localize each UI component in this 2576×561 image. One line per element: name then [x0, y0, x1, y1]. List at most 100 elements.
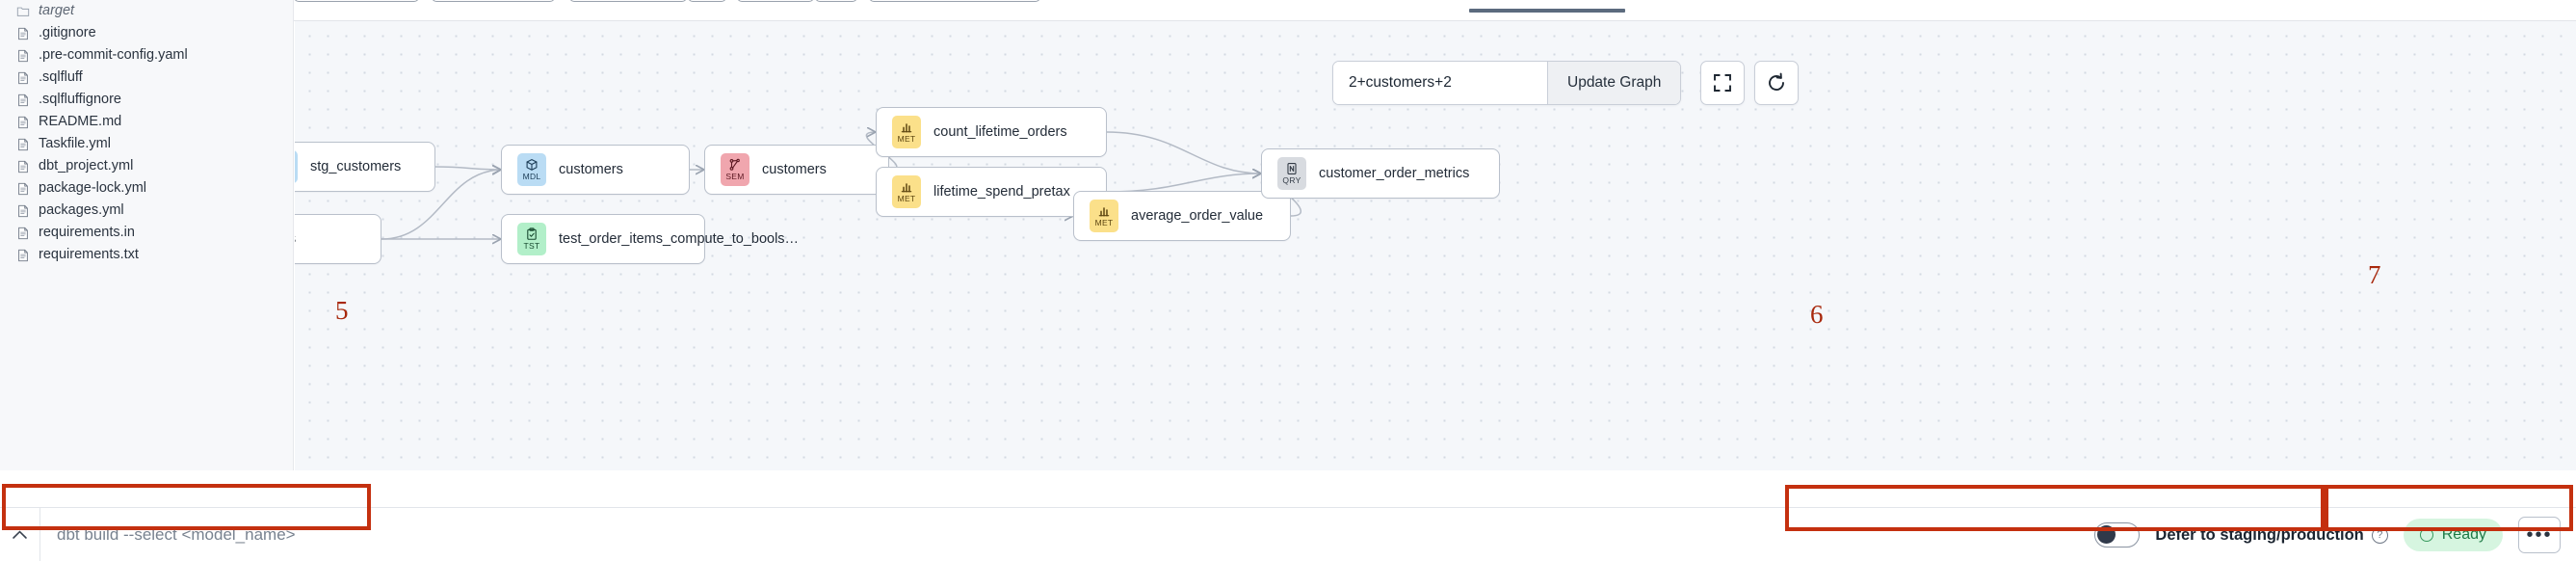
- graph-node[interactable]: MDLstg_customers: [295, 142, 435, 192]
- file-list-item-label: requirements.txt: [39, 247, 139, 263]
- graph-search-input[interactable]: [1333, 62, 1547, 104]
- graph-node[interactable]: MDLorders: [295, 214, 381, 264]
- graph-node[interactable]: MET lifetime_spend_pretax: [876, 167, 1107, 217]
- defer-toggle[interactable]: [2094, 522, 2141, 548]
- file-list-item[interactable]: package-lock.yml: [0, 177, 293, 200]
- node-type-badge: TST: [517, 223, 546, 255]
- chevron-up-icon: [13, 529, 27, 539]
- file-list-item[interactable]: .sqlfluff: [0, 67, 293, 89]
- graph-node[interactable]: MET average_order_value: [1073, 191, 1291, 241]
- node-type-badge: MET: [1090, 200, 1118, 232]
- bottom-bar-right-group: Defer to staging/production ? Ready •••: [2094, 508, 2561, 561]
- graph-node-label: test_order_items_compute_to_bools…: [559, 231, 800, 247]
- annotation-number-5: 5: [335, 296, 349, 325]
- tab-stub-3[interactable]: [569, 0, 687, 2]
- graph-node[interactable]: QRY customer_order_metrics: [1261, 148, 1500, 199]
- node-type-badge-label: MET: [1094, 218, 1114, 228]
- file-list-item-label: .gitignore: [39, 25, 96, 41]
- tab-stub-7[interactable]: [869, 0, 1040, 2]
- cube-icon: [526, 159, 538, 172]
- fullscreen-icon: [1714, 74, 1732, 92]
- annotation-number-6: 6: [1810, 300, 1824, 329]
- graph-node-label: lifetime_spend_pretax: [933, 184, 1070, 200]
- node-type-badge: MET: [892, 116, 921, 148]
- node-type-badge-label: MET: [897, 194, 916, 204]
- file-list-item-label: dbt_project.yml: [39, 158, 134, 174]
- file-list-item[interactable]: packages.yml: [0, 200, 293, 222]
- file-icon: [18, 138, 28, 150]
- folder-icon: [16, 7, 30, 16]
- node-type-badge-label: MDL: [522, 172, 541, 182]
- file-explorer-panel: target .gitignore .pre-commit-config.yaml.…: [0, 0, 294, 470]
- defer-label: Defer to staging/production: [2155, 525, 2364, 544]
- graph-node-label: orders: [295, 231, 296, 247]
- file-list-item[interactable]: .gitignore: [0, 22, 293, 44]
- graph-node-label: customer_order_metrics: [1319, 166, 1470, 181]
- file-icon: [18, 49, 28, 62]
- file-list-item[interactable]: requirements.in: [0, 222, 293, 244]
- file-list-item[interactable]: README.md: [0, 111, 293, 133]
- node-type-badge: MDL: [517, 153, 546, 186]
- bar-chart-icon: [901, 183, 912, 193]
- status-ring-icon: [2419, 528, 2433, 542]
- graph-toolbar: Update Graph: [1332, 61, 1800, 105]
- file-list-item[interactable]: target: [0, 0, 293, 22]
- update-graph-button[interactable]: Update Graph: [1547, 62, 1681, 104]
- file-list: target .gitignore .pre-commit-config.yaml.…: [0, 0, 293, 266]
- query-doc-icon: [1287, 163, 1297, 175]
- graph-node-label: average_order_value: [1131, 208, 1264, 224]
- more-options-button[interactable]: •••: [2518, 517, 2561, 553]
- question-mark-icon[interactable]: ?: [2371, 526, 2388, 544]
- semantic-icon: [729, 159, 740, 171]
- file-icon: [18, 116, 28, 128]
- file-list-item-label: .pre-commit-config.yaml: [39, 47, 188, 64]
- file-list-item-label: requirements.in: [39, 225, 135, 241]
- file-icon: [18, 204, 28, 217]
- node-type-badge-label: MET: [897, 134, 916, 145]
- dbt-command-input[interactable]: [40, 507, 522, 561]
- file-list-item[interactable]: .pre-commit-config.yaml: [0, 44, 293, 67]
- annotation-number-7: 7: [2368, 260, 2381, 289]
- node-type-badge-label: SEM: [725, 172, 745, 182]
- file-list-item[interactable]: .sqlfluffignore: [0, 89, 293, 111]
- graph-node[interactable]: MDL customers: [501, 145, 690, 195]
- file-icon: [18, 249, 28, 261]
- bottom-status-bar: Defer to staging/production ? Ready •••: [0, 507, 2576, 561]
- bar-chart-icon: [1098, 207, 1110, 217]
- graph-node[interactable]: MET count_lifetime_orders: [876, 107, 1107, 157]
- editor-tab-strip: [294, 0, 2576, 21]
- defer-control-group: Defer to staging/production ?: [2094, 522, 2388, 548]
- file-list-item-label: .sqlfluff: [39, 69, 83, 86]
- fullscreen-button[interactable]: [1700, 61, 1746, 105]
- graph-node[interactable]: TST test_order_items_compute_to_bools…: [501, 214, 799, 264]
- file-list-item[interactable]: Taskfile.yml: [0, 133, 293, 155]
- graph-node-label: count_lifetime_orders: [933, 124, 1067, 140]
- file-list-item-label: README.md: [39, 114, 122, 130]
- tab-stub-6[interactable]: [815, 0, 857, 2]
- file-icon: [18, 160, 28, 173]
- graph-node-label: customers: [559, 162, 623, 177]
- file-icon: [18, 71, 28, 84]
- tab-stub-2[interactable]: [432, 0, 555, 2]
- active-tab-indicator: [1469, 9, 1625, 13]
- file-list-item[interactable]: dbt_project.yml: [0, 155, 293, 177]
- graph-search-group: Update Graph: [1332, 61, 1682, 105]
- bar-chart-icon: [901, 123, 912, 133]
- node-type-badge-label: QRY: [1282, 175, 1301, 186]
- file-list-item[interactable]: requirements.txt: [0, 244, 293, 266]
- refresh-button[interactable]: [1754, 61, 1800, 105]
- file-icon: [18, 182, 28, 195]
- command-expand-chevron[interactable]: [0, 507, 40, 561]
- status-badge: Ready: [2403, 519, 2503, 551]
- refresh-icon: [1769, 72, 1785, 91]
- tab-stub-5[interactable]: [737, 0, 814, 2]
- file-list-item-label: .sqlfluffignore: [39, 92, 121, 108]
- file-icon: [18, 227, 28, 239]
- tab-stub-4[interactable]: [688, 0, 726, 2]
- graph-node-label: customers: [762, 162, 827, 177]
- tab-stub-1[interactable]: [294, 0, 419, 2]
- file-list-item-label: packages.yml: [39, 202, 124, 219]
- graph-node[interactable]: SEM customers: [704, 145, 889, 195]
- lineage-graph-canvas[interactable]: MDLstg_customersMDLorders MDL customersTST…: [295, 21, 2576, 470]
